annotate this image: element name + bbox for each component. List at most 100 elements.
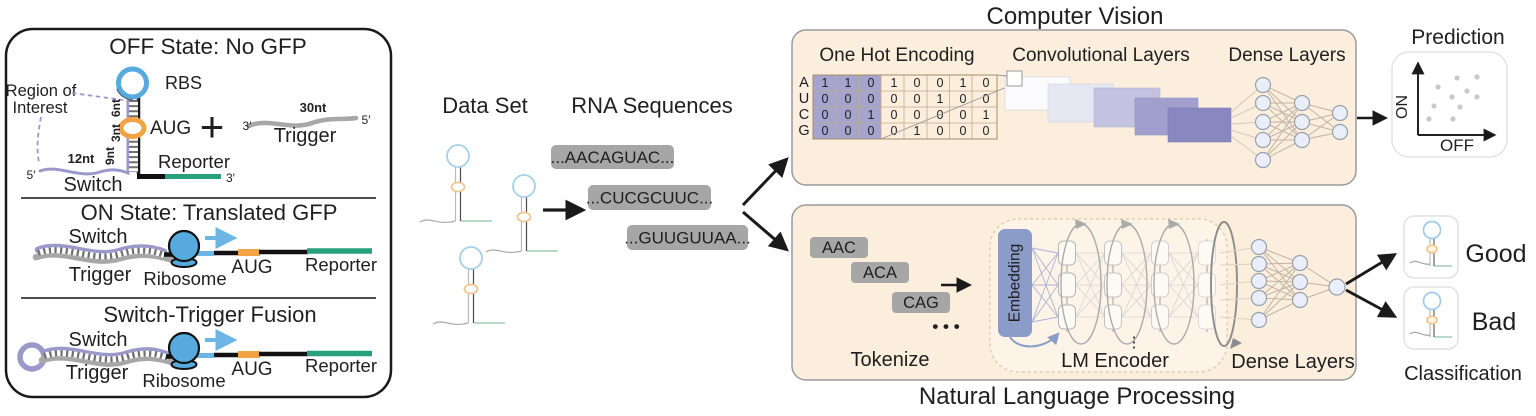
matrix-cell: 0	[960, 92, 967, 106]
sequences-title: RNA Sequences	[571, 93, 732, 118]
aug-label-off: AUG	[150, 118, 191, 139]
cv-dense-edges	[1262, 84, 1341, 161]
fusion-loop	[17, 342, 47, 372]
ribosome-large-subunit-fusion	[167, 331, 201, 365]
matrix-cell: 0	[845, 124, 852, 138]
matrix-cell: 0	[983, 76, 990, 90]
matrix-cell: 1	[937, 92, 944, 106]
matrix-cell: 1	[960, 76, 967, 90]
matrix-gridlines	[813, 75, 997, 139]
rbs-loop	[116, 66, 149, 100]
nlp-title: Natural Language Processing	[919, 383, 1235, 410]
classification-title: Classification	[1404, 363, 1522, 385]
one-hot-matrix: A U C G 1 1 0 1 0 0 1 0 0 0 0 0 0 1 0 0	[798, 74, 1008, 140]
nlp-dense-network: Dense Layers	[1219, 238, 1355, 373]
row-label-g: G	[798, 123, 809, 139]
matrix-cell: 0	[983, 124, 990, 138]
tokenize-label: Tokenize	[851, 349, 930, 371]
embedding-edges	[1031, 247, 1059, 323]
prediction-x-label: OFF	[1440, 136, 1474, 155]
matrix-cell: 0	[822, 108, 829, 122]
lm-encoder: Embedding ⋮ LM Encoder	[989, 218, 1242, 373]
ribosome-large-subunit-on	[167, 229, 201, 263]
matrix-cell: 1	[914, 124, 921, 138]
matrix-cell: 0	[960, 124, 967, 138]
sequence-text-3: ...GUUGUUAA...	[624, 229, 751, 248]
one-hot-title: One Hot Encoding	[819, 45, 974, 66]
arc-arrowhead-4	[1230, 338, 1242, 349]
ribosome-label-on: Ribosome	[143, 268, 226, 289]
encoder-to-dense-edges	[1219, 246, 1260, 321]
conv-kernel-square	[1006, 70, 1023, 87]
matrix-cell: 0	[822, 124, 829, 138]
sequence-text-2: ...CUCGCUUC...	[586, 189, 714, 208]
row-label-a: A	[799, 75, 809, 91]
conv-to-dense-edges	[1230, 84, 1264, 161]
matrix-cell: 0	[960, 108, 967, 122]
dataset-hairpin-1	[419, 144, 493, 224]
reporter-label-fusion: Reporter	[305, 355, 377, 376]
switch-rail-fusion	[40, 346, 172, 360]
switch-label-fusion: Switch	[69, 329, 128, 351]
matrix-cell: 1	[868, 108, 875, 122]
five-prime-trigger: 5′	[362, 113, 372, 127]
cv-title: Computer Vision	[987, 3, 1164, 30]
aug-bulge	[118, 117, 147, 139]
trigger-label-on: Trigger	[69, 264, 132, 286]
token-text-1: AAC	[822, 239, 856, 257]
cv-dense-title: Dense Layers	[1228, 45, 1345, 66]
classification-section: Good Bad Classification	[1345, 215, 1527, 385]
region-of-interest-label-1: Region of	[6, 82, 77, 100]
dataset-hairpin-2	[485, 174, 559, 254]
bad-label: Bad	[1472, 308, 1516, 336]
good-label: Good	[1465, 240, 1526, 268]
five-prime-off: 5′	[27, 168, 37, 182]
token-pill-1	[810, 237, 868, 258]
plus-sign: +	[200, 103, 225, 150]
arc-arrowhead-2	[1121, 219, 1133, 229]
aug-label-on: AUG	[231, 257, 272, 278]
len-3nt-label: 3nt	[109, 124, 123, 142]
nlp-dense-nodes	[1250, 238, 1346, 329]
len-6nt-label: 6nt	[109, 99, 123, 117]
sequence-pill-2	[588, 185, 711, 210]
matrix-cell: 0	[914, 76, 921, 90]
matrix-cell: 0	[868, 92, 875, 106]
matrix-cell: 0	[983, 92, 990, 106]
prediction-section: Prediction ON OFF	[1357, 26, 1508, 158]
prediction-title: Prediction	[1411, 26, 1504, 49]
matrix-cell: 1	[891, 76, 898, 90]
roi-pointer-dash-top	[71, 92, 124, 101]
trigger-strand-off	[246, 115, 359, 129]
token-ellipsis: • • •	[932, 317, 959, 336]
branch-arrow-to-nlp	[742, 210, 789, 252]
three-prime-off: 3′	[226, 171, 236, 185]
switch-label-off: Switch	[64, 174, 123, 196]
fusion-title: Switch-Trigger Fusion	[103, 302, 316, 327]
kernel-zoom-lines	[880, 74, 1008, 140]
sequence-pill-1	[551, 145, 674, 169]
matrix-border	[812, 74, 998, 140]
matrix-cell: 0	[891, 92, 898, 106]
arrow-to-bad	[1345, 288, 1398, 318]
matrix-cell: 0	[937, 124, 944, 138]
row-label-c: C	[799, 107, 809, 123]
len-12nt-label: 12nt	[68, 151, 95, 166]
sequence-text-1: ...AACAGUAC...	[551, 148, 675, 167]
arc-arrowhead-3	[1168, 219, 1180, 229]
switch-label-on: Switch	[69, 226, 128, 248]
encoder-vdots: ⋮	[1127, 334, 1142, 351]
matrix-cell: 1	[845, 76, 852, 90]
region-of-interest-label-2: Interest	[12, 99, 67, 117]
dataset-section: Data Set RNA Sequences ...AACAGUAC... ..…	[419, 93, 789, 326]
row-label-u: U	[799, 91, 809, 107]
switch-mechanism-box: OFF State: No GFP Region of Interest RBS…	[4, 27, 393, 399]
dataset-title: Data Set	[442, 93, 528, 118]
matrix-cell: 0	[822, 92, 829, 106]
token-pill-3	[892, 292, 950, 313]
trigger-label-off: Trigger	[274, 125, 337, 147]
matrix-cell: 0	[868, 124, 875, 138]
encoder-layer-edges	[1075, 252, 1199, 318]
